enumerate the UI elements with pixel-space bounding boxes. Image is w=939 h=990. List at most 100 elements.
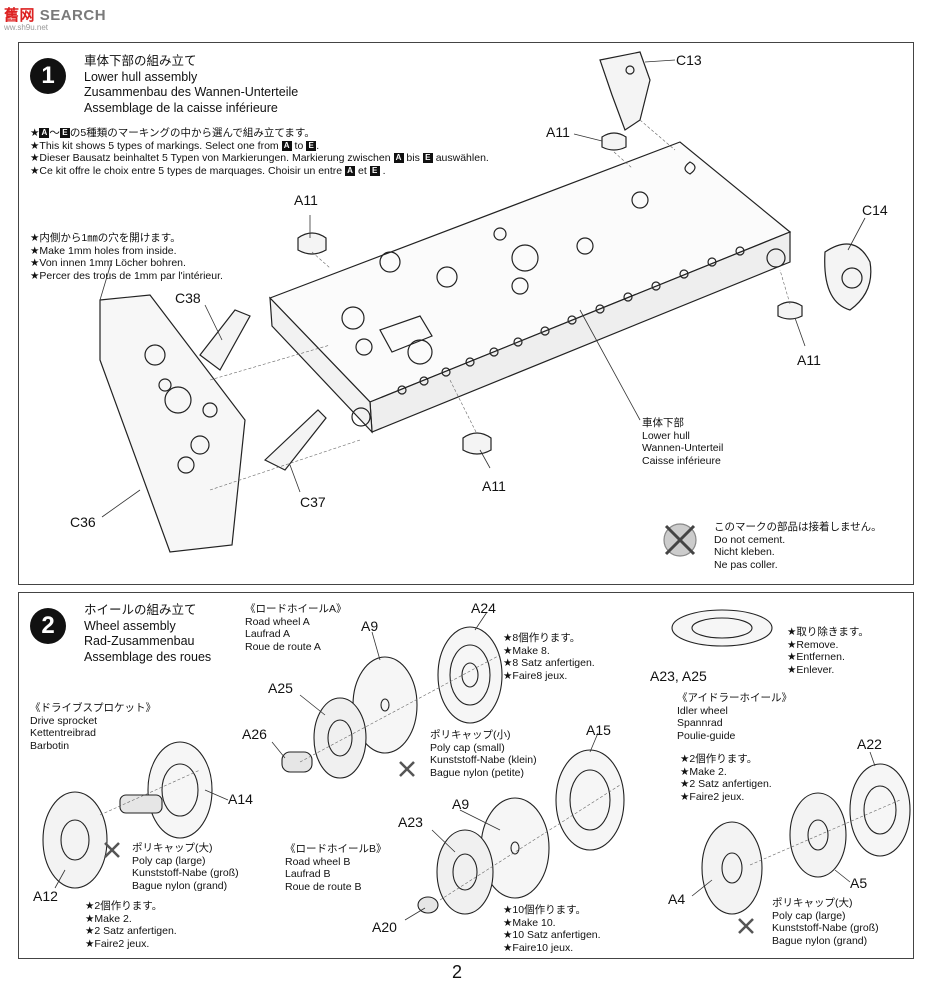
poly-large-left-ja: ポリキャップ(大) [132, 842, 213, 854]
part-label-a15: A15 [586, 722, 611, 738]
marking-box-e: E [422, 153, 433, 164]
drive-sprocket-en: Drive sprocket [30, 714, 98, 727]
remove-fr: ★Enlever. [787, 663, 835, 676]
hole-note-de: ★Von innen 1mm Löcher bohren. [30, 257, 186, 269]
poly-cap-large-left-caption: ポリキャップ(大) Poly cap (large) Kunststoff-Na… [132, 842, 239, 892]
make2-right-fr: ★Faire2 jeux. [680, 790, 745, 803]
no-cement-de: Nicht kleben. [714, 546, 775, 558]
step2-title-fr: Assemblage des roues [84, 649, 212, 664]
part-label-a11-left: A11 [294, 192, 318, 208]
idler-wheel-caption: 《アイドラーホイール》 Idler wheel Spannrad Poulie-… [677, 692, 792, 742]
part-label-a11-bottom: A11 [482, 478, 506, 494]
marking-box-a: A [281, 140, 292, 151]
note-text: et [357, 164, 367, 177]
note-text: ★Dieser Bausatz beinhaltet 5 Typen von M… [30, 152, 391, 164]
road-wheel-a-de: Laufrad A [245, 628, 290, 640]
road-wheel-a-en: Road wheel A [245, 615, 310, 628]
poly-large-right-de: Kunststoff-Nabe (groß) [772, 922, 879, 934]
poly-large-left-fr: Bague nylon (grand) [132, 879, 228, 892]
no-cement-ja: このマークの部品は接着しません。 [714, 521, 882, 533]
part-label-a14: A14 [228, 791, 253, 807]
make8-en: ★Make 8. [503, 644, 550, 657]
drive-sprocket-caption: 《ドライブスプロケット》 Drive sprocket Kettentreibr… [30, 702, 156, 752]
part-label-a4: A4 [668, 891, 686, 907]
road-wheel-b-en: Road wheel B [285, 855, 351, 868]
hull-caption-fr: Caisse inférieure [642, 454, 721, 467]
watermark-url: ww.sh9u.net [4, 23, 49, 32]
part-label-a11-top: A11 [546, 124, 570, 140]
part-label-a20: A20 [372, 919, 397, 935]
marking-box-a: A [393, 153, 404, 164]
step1-title-ja: 車体下部の組み立て [84, 54, 197, 68]
part-label-c14: C14 [862, 202, 888, 218]
note-text: . [382, 164, 386, 177]
make8-de: ★8 Satz anfertigen. [503, 657, 595, 669]
make2-left-en: ★Make 2. [85, 912, 132, 925]
no-cement-en: Do not cement. [714, 533, 786, 546]
no-cement-fr: Ne pas coller. [714, 558, 778, 571]
idler-ja: 《アイドラーホイール》 [677, 692, 792, 704]
poly-large-right-fr: Bague nylon (grand) [772, 934, 868, 947]
remove-en: ★Remove. [787, 638, 839, 651]
poly-large-left-de: Kunststoff-Nabe (groß) [132, 867, 239, 879]
make8-fr: ★Faire8 jeux. [503, 669, 568, 682]
hole-note-fr: ★Percer des trous de 1mm par l'intérieur… [30, 269, 223, 282]
part-label-a24: A24 [471, 600, 496, 616]
step2-panel [18, 592, 914, 959]
watermark-brand-cn: 舊网 [4, 7, 36, 24]
make2-right-ja: ★2個作ります。 [680, 753, 758, 765]
make2-left-ja: ★2個作ります。 [85, 900, 163, 912]
drive-sprocket-fr: Barbotin [30, 739, 70, 752]
road-wheel-b-fr: Roue de route B [285, 880, 362, 893]
make2-left-fr: ★Faire2 jeux. [85, 937, 150, 950]
poly-small-en: Poly cap (small) [430, 741, 505, 754]
idler-en: Idler wheel [677, 704, 728, 717]
road-wheel-a-ja: 《ロードホイールA》 [245, 603, 347, 615]
poly-cap-small-caption: ポリキャップ(小) Poly cap (small) Kunststoff-Na… [430, 729, 537, 779]
make2-right-note: ★2個作ります。 ★Make 2. ★2 Satz anfertigen. ★F… [680, 753, 772, 803]
poly-large-left-en: Poly cap (large) [132, 854, 206, 867]
hull-caption-de: Wannen-Unterteil [642, 442, 724, 454]
remove-de: ★Entfernen. [787, 651, 845, 663]
marking-box-a: A [345, 165, 356, 176]
note-text: bis [406, 152, 420, 164]
part-label-a11-right: A11 [797, 352, 821, 368]
marking-note-fr: ★Ce kit offre le choix entre 5 types de … [30, 165, 489, 178]
hole-note-en: ★Make 1mm holes from inside. [30, 244, 177, 257]
make8-note: ★8個作ります。 ★Make 8. ★8 Satz anfertigen. ★F… [503, 632, 595, 682]
marking-box-a: A [39, 128, 50, 139]
make10-en: ★Make 10. [503, 916, 556, 929]
note-text: ★ [30, 127, 40, 139]
step2-number: 2 [30, 608, 66, 644]
marking-note-de: ★Dieser Bausatz beinhaltet 5 Typen von M… [30, 152, 489, 165]
part-label-a23-a25: A23, A25 [650, 668, 707, 684]
marking-box-e: E [306, 140, 317, 151]
lower-hull-caption: 車体下部 Lower hull Wannen-Unterteil Caisse … [642, 417, 723, 467]
note-text: ★Ce kit offre le choix entre 5 types de … [30, 164, 343, 177]
step2-title-ja: ホイールの組み立て [84, 603, 197, 617]
idler-de: Spannrad [677, 717, 723, 729]
make2-right-en: ★Make 2. [680, 765, 727, 778]
make2-right-de: ★2 Satz anfertigen. [680, 778, 772, 790]
hull-caption-en: Lower hull [642, 429, 690, 442]
note-text: 〜 [49, 127, 60, 139]
road-wheel-b-caption: 《ロードホイールB》 Road wheel B Laufrad B Roue d… [285, 843, 387, 893]
note-text: . [316, 139, 320, 152]
part-label-a5: A5 [850, 875, 868, 891]
part-label-a23: A23 [398, 814, 423, 830]
part-label-a9-top: A9 [361, 618, 379, 634]
part-label-a25: A25 [268, 680, 293, 696]
step1-panel [18, 42, 914, 585]
hole-notes: ★内側から1㎜の穴を開けます。 ★Make 1mm holes from ins… [30, 232, 223, 282]
make10-note: ★10個作ります。 ★Make 10. ★10 Satz anfertigen.… [503, 904, 601, 954]
note-text: auswählen. [435, 152, 489, 164]
poly-large-right-ja: ポリキャップ(大) [772, 897, 853, 909]
remove-ja: ★取り除きます。 [787, 626, 869, 638]
part-label-a26: A26 [242, 726, 267, 742]
part-label-c38: C38 [175, 290, 201, 306]
make8-ja: ★8個作ります。 [503, 632, 581, 644]
